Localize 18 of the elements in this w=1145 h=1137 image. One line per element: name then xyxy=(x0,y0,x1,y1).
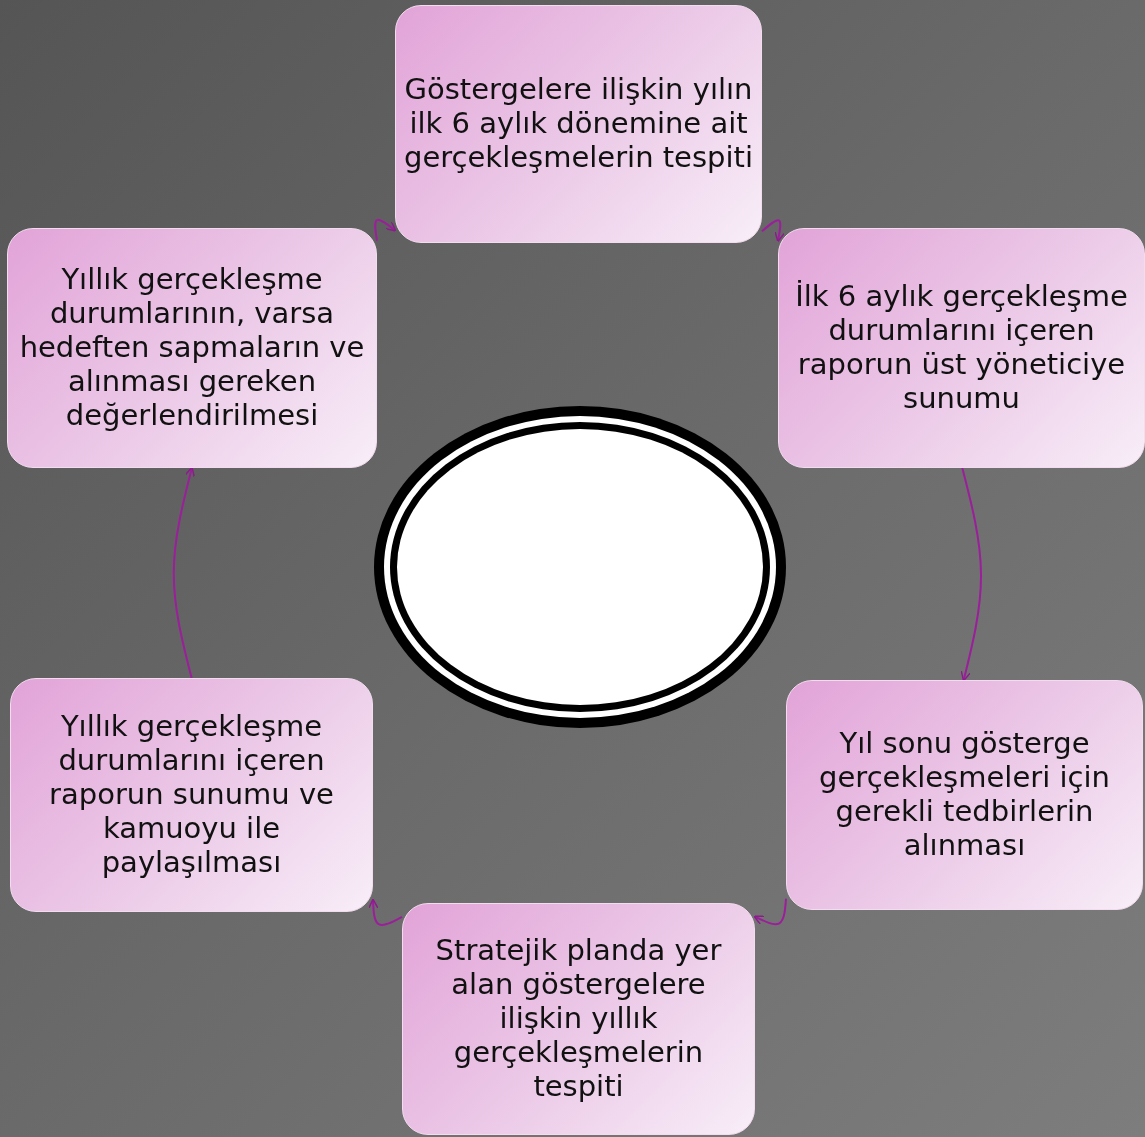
process-box xyxy=(10,678,373,912)
box-text: Göstergelere ilişkin yılın ilk 6 aylık dönemine ait gerçekleşmelerin tespiti xyxy=(404,73,753,175)
process-box xyxy=(786,680,1143,910)
box-text: Yıl sonu gösterge gerçekleşmeleri için gerekli tedbirlerin alınması xyxy=(818,727,1111,863)
box-text: İlk 6 aylık gerçekleşme durumlarını içeren raporun üst yöneticiye sunumu xyxy=(794,280,1129,416)
process-box xyxy=(402,903,755,1135)
process-box xyxy=(778,228,1145,468)
box-text: Yıllık gerçekleşme durumlarının, varsa hedeften sapmaların ve alınması gereken değerlendirilmesi xyxy=(18,263,366,433)
process-box xyxy=(395,5,762,243)
arrow xyxy=(172,466,195,679)
box-text: Yıllık gerçekleşme durumlarını içeren raporun sunumu ve kamuoyu ile paylaşılması xyxy=(48,710,335,880)
box-text: Stratejik planda yer alan göstergelere ilişkin yıllık gerçekleşmelerin tespiti xyxy=(434,934,723,1104)
process-box xyxy=(7,228,377,468)
arrow xyxy=(368,898,403,926)
arrow xyxy=(761,219,785,243)
arrow xyxy=(753,897,787,926)
arrow xyxy=(960,467,982,682)
arrow xyxy=(374,218,397,242)
